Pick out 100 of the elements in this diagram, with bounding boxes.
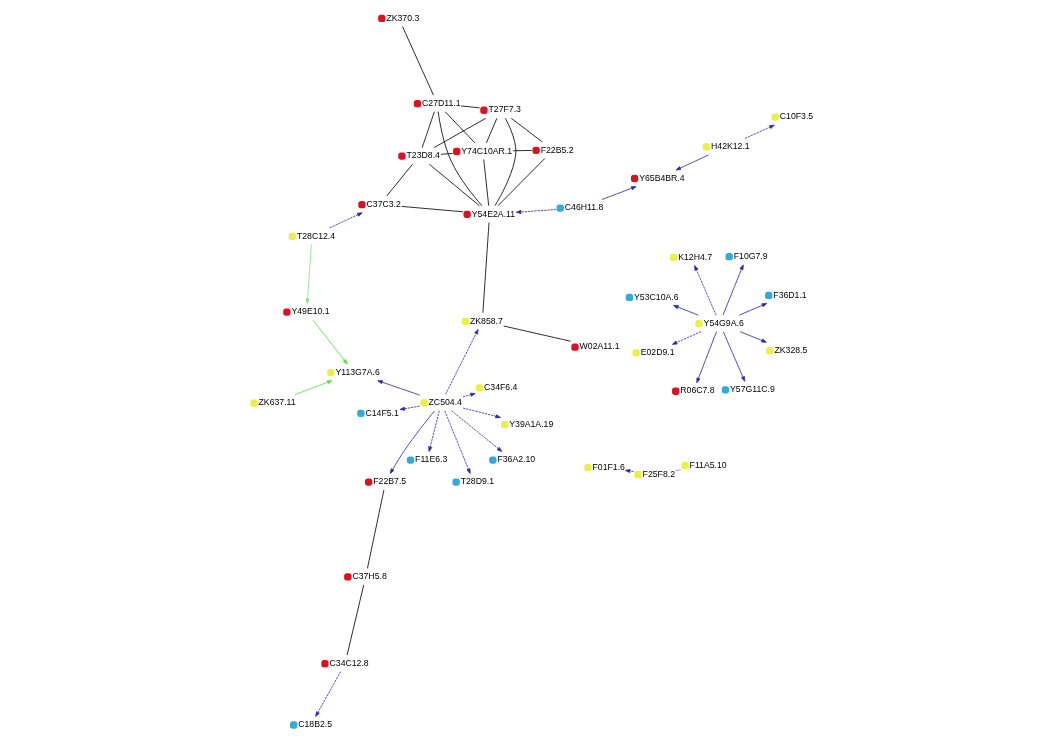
connector [496,158,545,207]
node-label: F36D1.1 [772,289,807,300]
arrow [328,212,363,229]
node-label: Y54G9A.6 [703,317,744,328]
node-circle [556,204,564,212]
node-label: Y53C10A.6 [633,291,679,302]
connector [460,105,480,109]
node-label: E02D9.1 [640,347,675,358]
node-circle [488,456,497,464]
connector [481,222,489,314]
node-label: C34F6.4 [483,382,517,393]
connector [437,111,482,207]
node-label: F10G7.9 [733,250,768,261]
node-circle [397,152,406,160]
node-circle [377,14,385,23]
connector [440,153,453,155]
node-circle [633,471,642,479]
arrow [672,305,699,316]
arrow [675,154,709,171]
node-circle [479,106,488,114]
arrow [739,331,767,343]
connector [502,325,571,342]
node-label: C10F3.5 [779,111,813,122]
arrow [624,469,634,474]
node-circle [764,291,772,300]
node-label: ZC504.4 [428,396,462,407]
node-circle [289,721,297,729]
node-circle [680,462,689,470]
connector [510,117,543,143]
arrow [389,410,435,474]
arrow [294,380,332,396]
node-label: Y74C10AR.1 [460,145,512,156]
arrow [444,328,479,395]
arrow [450,410,502,452]
connector [428,163,480,207]
node-label: C27D11.1 [421,97,461,108]
arrow [671,331,701,345]
node-circle [249,399,258,407]
node-circle [500,420,508,429]
node-label: ZK637.11 [258,397,296,408]
connector [512,150,532,152]
node-circle [451,478,460,486]
connector [366,489,384,569]
node-label: Y54E2A.11 [471,208,515,219]
node-label: C37H5.8 [351,571,387,582]
arrow [515,209,556,214]
arrow [443,410,471,474]
node-circle [356,409,365,418]
node-label: F22B5.2 [540,144,574,155]
node-label: R06C7.8 [679,385,715,396]
node-label: C34C12.8 [329,657,369,668]
node-label: H42K12.1 [710,141,750,152]
node-circle [475,384,483,392]
node-circle [725,253,733,261]
node-circle [625,293,633,302]
node-label: C18B2.5 [297,719,332,730]
connector [433,117,486,148]
connector [401,206,463,213]
node-circle [702,143,710,151]
node-circle [669,253,677,262]
node-label: F36A2.10 [496,454,535,465]
node-circle [419,399,428,407]
node-circle [630,174,638,183]
connector [482,159,489,207]
node-label: K12H4.7 [677,251,712,262]
arrow [695,331,717,384]
node-circle [320,660,329,668]
node-circle [364,478,372,486]
arrow [738,303,767,316]
connector [385,163,413,197]
arrow [744,124,775,139]
node-circle [531,146,540,155]
node-label: T28C12.4 [296,230,335,241]
node-circle [721,386,729,394]
node-circle [765,347,774,355]
arrow [462,392,476,398]
node-circle [461,317,469,325]
node-circle [671,387,679,395]
node-circle [583,464,592,472]
node-label: Y49E10.1 [290,306,330,317]
node-label: W02A11.1 [579,341,620,352]
arrow [693,265,716,316]
arrow [399,405,420,411]
arrow [600,186,636,200]
node-circle [694,320,703,328]
node-label: F11A5.10 [689,459,727,470]
node-circle [462,210,471,219]
connector [401,26,434,96]
node-label: Y57G11C.9 [729,383,775,394]
node-label: T27F7.3 [488,104,521,115]
node-label: F25F8.2 [642,468,675,479]
node-circle [288,232,296,241]
node-circle [413,100,421,108]
arrow [722,331,745,382]
node-circle [357,201,366,209]
node-label: F01F1.6 [592,461,625,472]
node-label: F22B7.5 [372,476,406,487]
connector [485,117,497,144]
node-label: Y65B4BR.4 [638,172,685,183]
node-circle [570,343,579,351]
